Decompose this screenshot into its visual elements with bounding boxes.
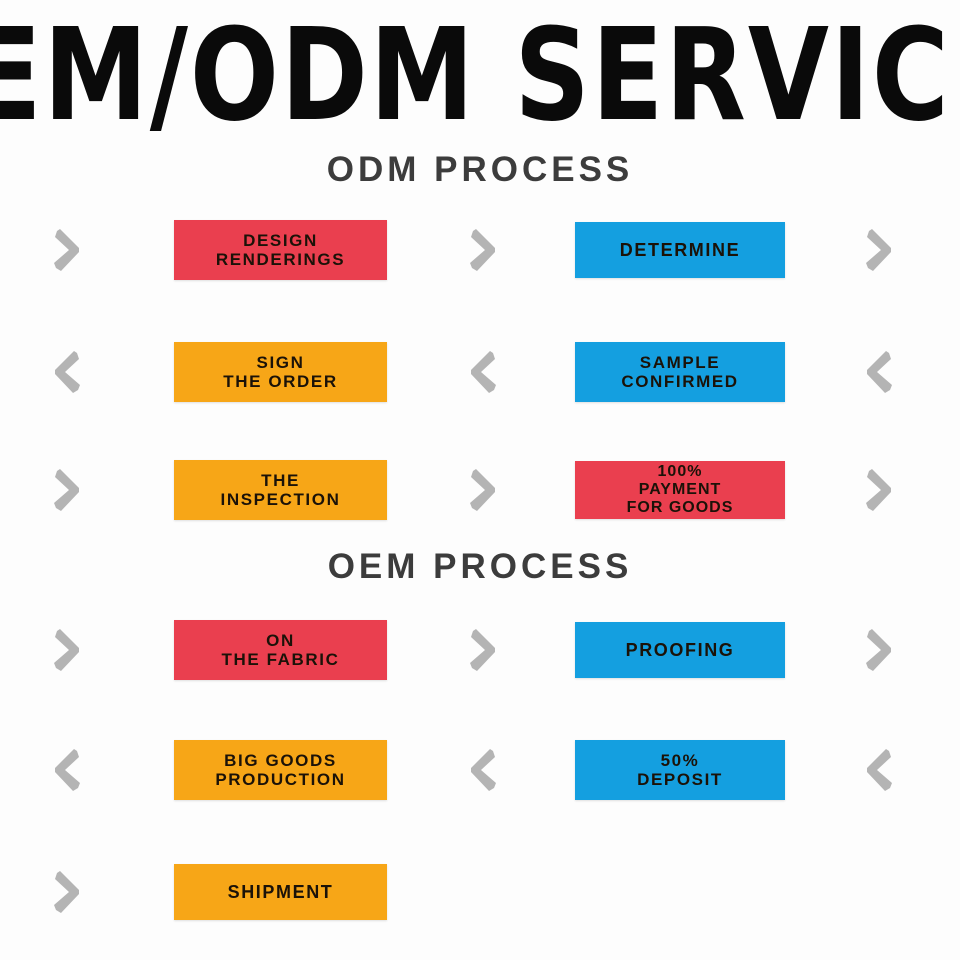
process-step-label: 50%DEPOSIT [637,751,723,789]
chevron-right-icon [862,467,896,513]
chevron-left-icon [50,747,84,793]
chevron-left-icon [466,747,500,793]
section-heading-oem: OEM PROCESS [327,547,633,586]
process-step-label: PROOFING [626,640,735,660]
process-step-label-line: PROOFING [625,639,735,660]
process-step-label-line: DESIGN [243,230,318,250]
process-step-label-line: ON [266,630,295,650]
chevron-right-icon [862,627,896,673]
process-step-label-line: PRODUCTION [215,770,346,789]
process-step-label-line: RENDERINGS [215,250,346,269]
process-step-label-line: 100% [657,463,703,481]
process-row: SHIPMENT [0,846,960,938]
process-step-label-line: CONFIRMED [621,372,739,391]
page-title: EM/ODM SERVIC [0,2,951,140]
chevron-left-icon [862,349,896,395]
chevron-right-icon [50,627,84,673]
section-heading-odm: ODM PROCESS [326,150,634,189]
chevron-right-icon [50,227,84,273]
process-step-label-line: DETERMINE [619,239,741,260]
process-step-box[interactable]: SHIPMENT [174,864,387,920]
process-step-box[interactable]: 50%DEPOSIT [575,740,785,800]
process-step-label-line: FOR GOODS [626,498,734,516]
process-step-label-line: BIG GOODS [224,750,337,770]
process-step-box[interactable]: DETERMINE [575,222,785,278]
process-step-label-line: 50% [660,750,700,770]
chevron-right-icon [466,627,500,673]
chevron-left-icon [50,349,84,395]
chevron-right-icon [50,467,84,513]
chevron-right-icon [862,227,896,273]
process-step-label-line: SAMPLE [639,352,721,372]
process-step-box[interactable]: PROOFING [575,622,785,678]
chevron-left-icon [862,747,896,793]
process-step-label: SHIPMENT [228,882,334,902]
process-step-label-line: THE FABRIC [221,650,340,669]
process-step-label-line: SIGN [256,352,305,372]
chevron-right-icon [466,227,500,273]
process-step-label-line: SHIPMENT [227,881,334,902]
process-step-label: DETERMINE [620,240,740,260]
process-step-label-line: INSPECTION [220,490,341,509]
process-step-label-line: DEPOSIT [637,770,723,789]
process-step-label-line: THE [261,470,300,490]
chevron-left-icon [466,349,500,395]
process-step-label-line: THE ORDER [223,372,338,391]
banner-title-area: EM/ODM SERVIC [0,0,960,140]
chevron-right-icon [466,467,500,513]
chevron-right-icon [50,869,84,915]
process-step-label-line: PAYMENT [638,481,722,499]
